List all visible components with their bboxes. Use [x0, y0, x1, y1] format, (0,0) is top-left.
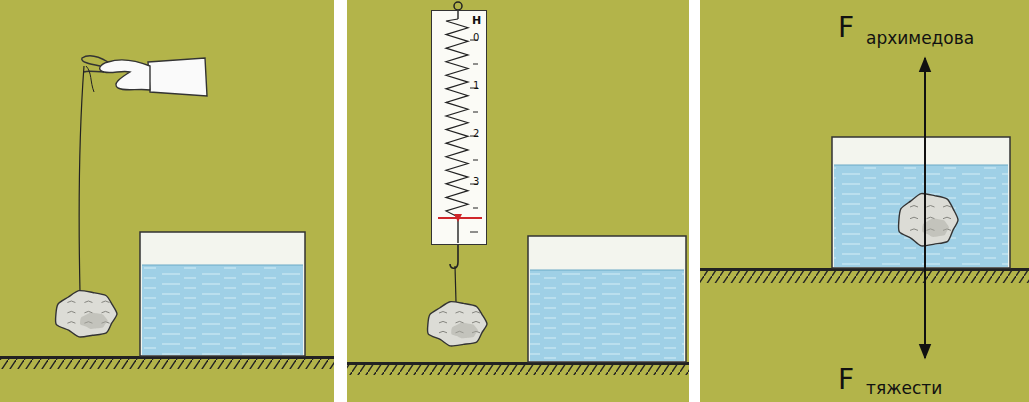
scale-number: 2 [473, 129, 479, 139]
stone [428, 302, 487, 346]
floor-hatching [347, 365, 689, 375]
beaker [528, 236, 686, 362]
beaker [140, 232, 305, 356]
hook [450, 245, 458, 268]
stone [56, 291, 117, 337]
spring-and-scale [432, 11, 485, 243]
thread [79, 66, 84, 292]
force-subscript: тяжести [866, 380, 942, 397]
unit-label: Н [472, 15, 481, 26]
scale-number: 3 [473, 177, 479, 187]
table-hatching [700, 271, 1029, 283]
stone [899, 194, 958, 246]
thread [455, 266, 456, 302]
thread-end [86, 66, 94, 92]
beaker [832, 137, 1010, 268]
hand [82, 56, 207, 96]
gravity-force-arrow [924, 220, 926, 358]
force-subscript: архимедова [866, 30, 974, 47]
floor-hatching [0, 359, 334, 369]
archimedes-force-arrow [924, 58, 926, 220]
force-symbol: F [838, 14, 854, 42]
panel [347, 0, 689, 402]
dynamometer-body: Н 0 1 2 3 [431, 10, 487, 245]
panel [0, 0, 334, 402]
force-symbol: F [838, 366, 854, 394]
scale-number: 0 [473, 33, 479, 43]
scale-number: 1 [473, 81, 479, 91]
ring [454, 2, 462, 10]
panel [700, 0, 1029, 402]
